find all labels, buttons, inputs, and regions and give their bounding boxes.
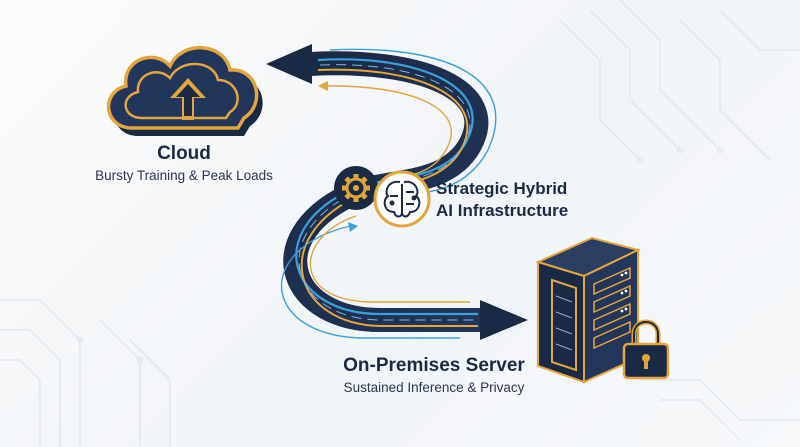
onprem-subtitle: Sustained Inference & Privacy: [343, 380, 525, 395]
server-rack-icon: [535, 236, 641, 384]
arrow-to-cloud: [266, 44, 312, 84]
cloud-upload-icon: [107, 46, 263, 136]
arrow-to-server: [480, 300, 528, 340]
cloud-title: Cloud: [157, 143, 211, 164]
guide-arrow-blue: [348, 222, 358, 232]
cloud-subtitle: Bursty Training & Peak Loads: [95, 168, 273, 183]
hybrid-title-line1: Strategic Hybrid: [436, 179, 568, 198]
hybrid-title: Strategic Hybrid AI Infrastructure: [436, 178, 568, 222]
hybrid-hub: [334, 166, 431, 228]
brain-circuit-icon: [383, 180, 421, 218]
guide-line-lower-blue: [280, 225, 460, 339]
padlock-icon: [622, 319, 670, 380]
hybrid-title-line2: AI Infrastructure: [436, 201, 569, 220]
onprem-title: On-Premises Server: [343, 355, 525, 376]
guide-line-lower-gold: [309, 215, 470, 303]
guide-arrow-gold: [318, 81, 328, 91]
